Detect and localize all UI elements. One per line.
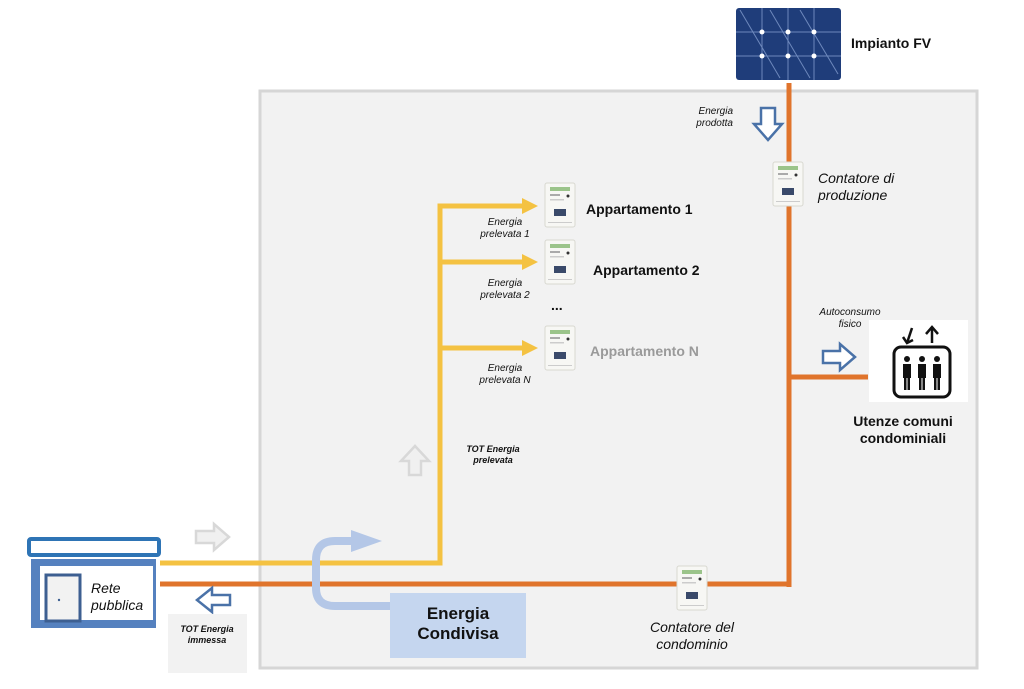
self-consumption-label: Autoconsumo fisico — [819, 307, 881, 330]
ellipsis: ... — [551, 297, 563, 313]
arrow-head-apt1 — [522, 198, 538, 214]
energy-withdrawn-n-label: Energia prelevata N — [479, 363, 531, 386]
production-meter-icon — [772, 161, 804, 207]
arrow-up-grey-icon — [398, 444, 432, 477]
tot-fed-in-label: TOT Energia immessa — [180, 624, 234, 645]
tot-withdrawn-label: TOT Energia prelevata — [466, 444, 520, 465]
arrow-head-aptN — [522, 340, 538, 356]
tot-immessa-box — [168, 614, 247, 673]
shared-energy-label: Energia Condivisa — [417, 604, 499, 644]
arrow-right-icon — [821, 341, 857, 373]
public-grid-label: Rete pubblica — [91, 580, 144, 613]
solar-panel-icon — [736, 8, 841, 80]
energy-withdrawn-2-label: Energia prelevata 2 — [480, 278, 530, 301]
energy-withdrawn-1-label: Energia prelevata 1 — [480, 217, 530, 240]
meter-aptN-icon — [544, 325, 576, 371]
public-grid-building-icon — [27, 537, 161, 628]
apartment-2-label: Appartamento 2 — [593, 262, 700, 278]
pv-label: Impianto FV — [851, 35, 932, 51]
meter-apt2-icon — [544, 239, 576, 285]
arrow-head-apt2 — [522, 254, 538, 270]
energy-produced-label: Energia prodotta — [696, 106, 733, 129]
arrow-down-icon — [751, 106, 785, 142]
condo-meter-label: Contatore del condominio — [649, 619, 735, 652]
apartment-1-label: Appartamento 1 — [586, 201, 693, 217]
arrow-left-icon — [194, 585, 232, 615]
common-utilities-label: Utenze comuni condominiali — [853, 413, 953, 446]
meter-apt1-icon — [544, 182, 576, 228]
grid-supply-line — [160, 203, 525, 566]
shared-energy-arrow-head — [351, 530, 382, 552]
condo-meter-icon — [676, 565, 708, 611]
production-meter-label: Contatore di produzione — [818, 170, 895, 203]
apartment-n-label: Appartamento N — [590, 343, 699, 359]
shared-energy-box — [390, 593, 526, 658]
elevator-icon — [869, 320, 968, 402]
shared-energy-arrow — [312, 537, 392, 610]
arrow-right-grey-icon — [194, 521, 231, 553]
